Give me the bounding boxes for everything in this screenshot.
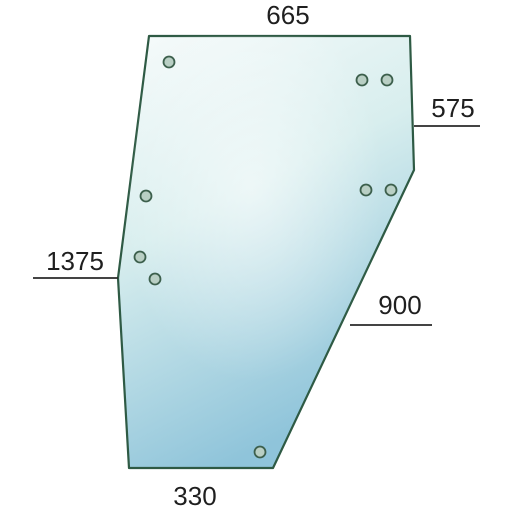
mounting-hole	[253, 445, 267, 459]
glass-panel-highlight	[118, 36, 414, 468]
mounting-hole	[355, 73, 369, 87]
dimension-label-upper-right: 575	[431, 93, 474, 123]
mounting-hole	[139, 189, 153, 203]
dimension-label-top: 665	[266, 0, 309, 30]
dimension-label-lower-right: 900	[378, 290, 421, 320]
mounting-hole	[148, 272, 162, 286]
mounting-hole	[384, 183, 398, 197]
mounting-hole	[380, 73, 394, 87]
mounting-hole	[162, 55, 176, 69]
dimension-label-bottom: 330	[173, 481, 216, 511]
mounting-hole	[359, 183, 373, 197]
mounting-holes	[133, 55, 398, 459]
mounting-hole	[133, 250, 147, 264]
dimension-label-left: 1375	[46, 246, 104, 276]
